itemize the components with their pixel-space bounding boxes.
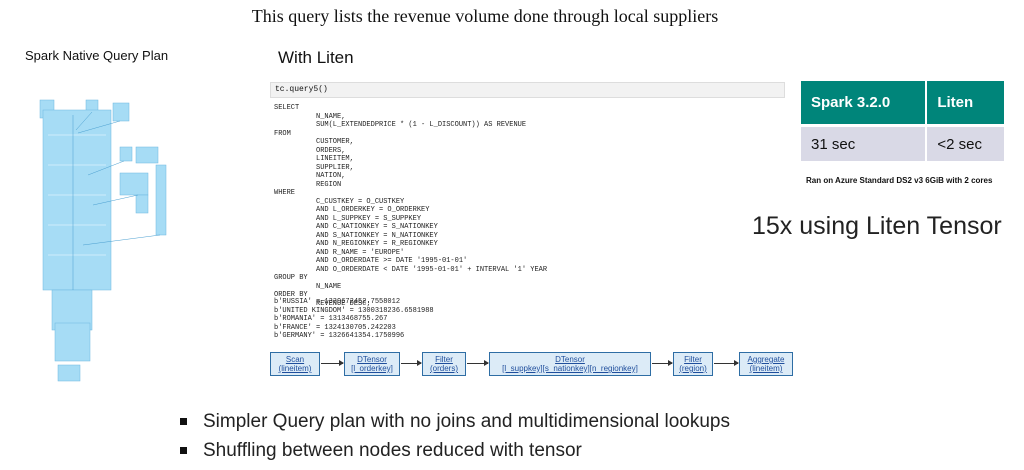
header-liten: Liten <box>926 81 1006 126</box>
flow-node-aggregate: Aggregate(lineitem) <box>739 352 793 376</box>
code-cell-header: tc.query5() <box>270 82 785 98</box>
sql-query: SELECT N_NAME, SUM(L_EXTENDEDPRICE * (1 … <box>274 104 548 308</box>
speedup-headline: 15x using Liten Tensor <box>752 212 1002 240</box>
flow-arrow <box>652 360 673 366</box>
flow-arrow <box>714 360 739 366</box>
spark-plan-label: Spark Native Query Plan <box>25 48 169 63</box>
bullet-square-icon <box>180 418 187 425</box>
flow-node-filter-region: Filter(region) <box>673 352 713 376</box>
flow-arrow <box>467 360 489 366</box>
header-spark: Spark 3.2.0 <box>801 81 928 126</box>
query-results: b'RUSSIA' = 1339672452.7558012 b'UNITED … <box>274 298 434 340</box>
flow-node-dtensor-multidim: DTensor[l_suppkey][s_nationkey][n_region… <box>489 352 651 376</box>
liten-label: With Liten <box>278 48 354 67</box>
flow-arrow <box>321 360 344 366</box>
code-cell: tc.query5() SELECT N_NAME, SUM(L_EXTENDE… <box>270 82 785 348</box>
spark-query-plan-diagram <box>39 99 167 382</box>
flow-node-dtensor-orderkey: DTensor[l_orderkey] <box>344 352 400 376</box>
slide-title: This query lists the revenue volume done… <box>251 6 719 26</box>
bullet-item: Shuffling between nodes reduced with ten… <box>177 436 730 465</box>
bullet-item: Simpler Query plan with no joins and mul… <box>177 407 730 436</box>
liten-execution-flow: Scan(lineitem) DTensor[l_orderkey] Filte… <box>270 350 798 378</box>
bullet-list: Simpler Query plan with no joins and mul… <box>177 407 730 465</box>
flow-node-scan: Scan(lineitem) <box>270 352 320 376</box>
flow-arrow <box>401 360 422 366</box>
run-environment-note: Ran on Azure Standard DS2 v3 6GiB with 2… <box>806 176 993 185</box>
bullet-square-icon <box>180 447 187 454</box>
spark-time: 31 sec <box>801 124 928 161</box>
liten-time: <2 sec <box>926 124 1006 161</box>
flow-node-filter-orders: Filter(orders) <box>422 352 466 376</box>
performance-table: Spark 3.2.0 Liten 31 sec <2 sec <box>801 81 1006 161</box>
